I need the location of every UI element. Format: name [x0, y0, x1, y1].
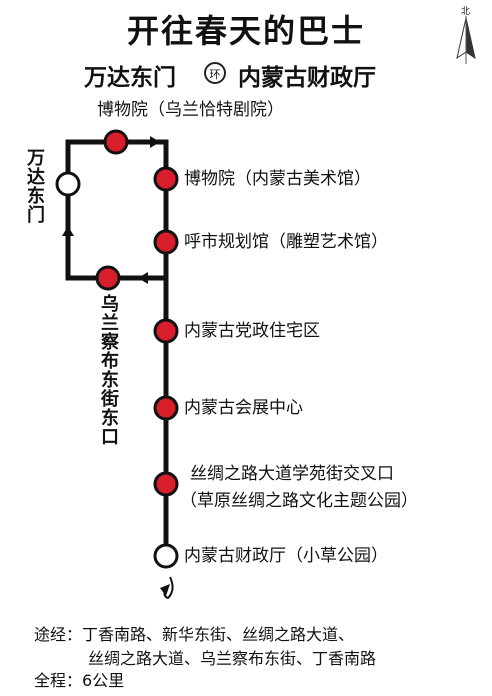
- stop-label: 丝绸之路大道学苑街交叉口: [190, 464, 394, 484]
- route-line-loop: [65, 139, 169, 281]
- side-street-label: 乌兰察布东街东口: [98, 294, 119, 446]
- distance-info: 全程：6公里: [34, 670, 124, 692]
- direction-arrow-left-icon: [138, 272, 148, 284]
- direction-arrow-up-icon: [62, 226, 74, 236]
- stop-label: 内蒙古财政厅（小草公园）: [184, 546, 388, 566]
- stop-marker-6: [153, 471, 179, 497]
- direction-arrow-right-icon: [150, 136, 160, 148]
- stop-label: （草原丝绸之路文化主题公园）: [180, 491, 418, 511]
- stop-marker-1: [103, 129, 129, 155]
- compass: 北: [452, 4, 480, 68]
- stop-marker-2: [153, 166, 179, 192]
- terminal-label: 万达东门: [24, 148, 45, 224]
- stop-label: 呼市规划馆（雕塑艺术馆）: [184, 232, 388, 252]
- route-label: 途经：: [34, 625, 83, 644]
- stop-marker-end: [153, 543, 179, 569]
- route-streets-1: 丁香南路、新华东街、丝绸之路大道、: [82, 625, 355, 644]
- route-info-line1: 途经：丁香南路、新华东街、丝绸之路大道、: [34, 624, 354, 646]
- stop-marker-3: [153, 229, 179, 255]
- stop-marker-5: [153, 395, 179, 421]
- stop-label: 博物院（内蒙古美术馆）: [184, 169, 371, 189]
- north-arrow-icon: [456, 16, 476, 64]
- stop-label: 博物院（乌兰恰特剧院）: [97, 100, 284, 120]
- turnaround-arrowhead-icon: [160, 584, 170, 596]
- distance-label: 全程：: [34, 671, 83, 690]
- north-label: 北: [461, 7, 471, 17]
- distance-value: 6公里: [82, 671, 125, 690]
- route-streets-2: 丝绸之路大道、乌兰察布东街、丁香南路: [88, 649, 377, 668]
- terminal-stop-marker: [55, 171, 81, 197]
- stop-marker-side: [95, 265, 121, 291]
- stop-marker-4: [153, 318, 179, 344]
- stop-label: 内蒙古党政住宅区: [184, 321, 320, 341]
- route-start: 万达东门: [84, 65, 176, 91]
- route-end: 内蒙古财政厅: [238, 65, 376, 91]
- loop-badge: 环: [204, 62, 226, 84]
- page-title: 开往春天的巴士: [126, 12, 365, 50]
- stop-label: 内蒙古会展中心: [184, 398, 303, 418]
